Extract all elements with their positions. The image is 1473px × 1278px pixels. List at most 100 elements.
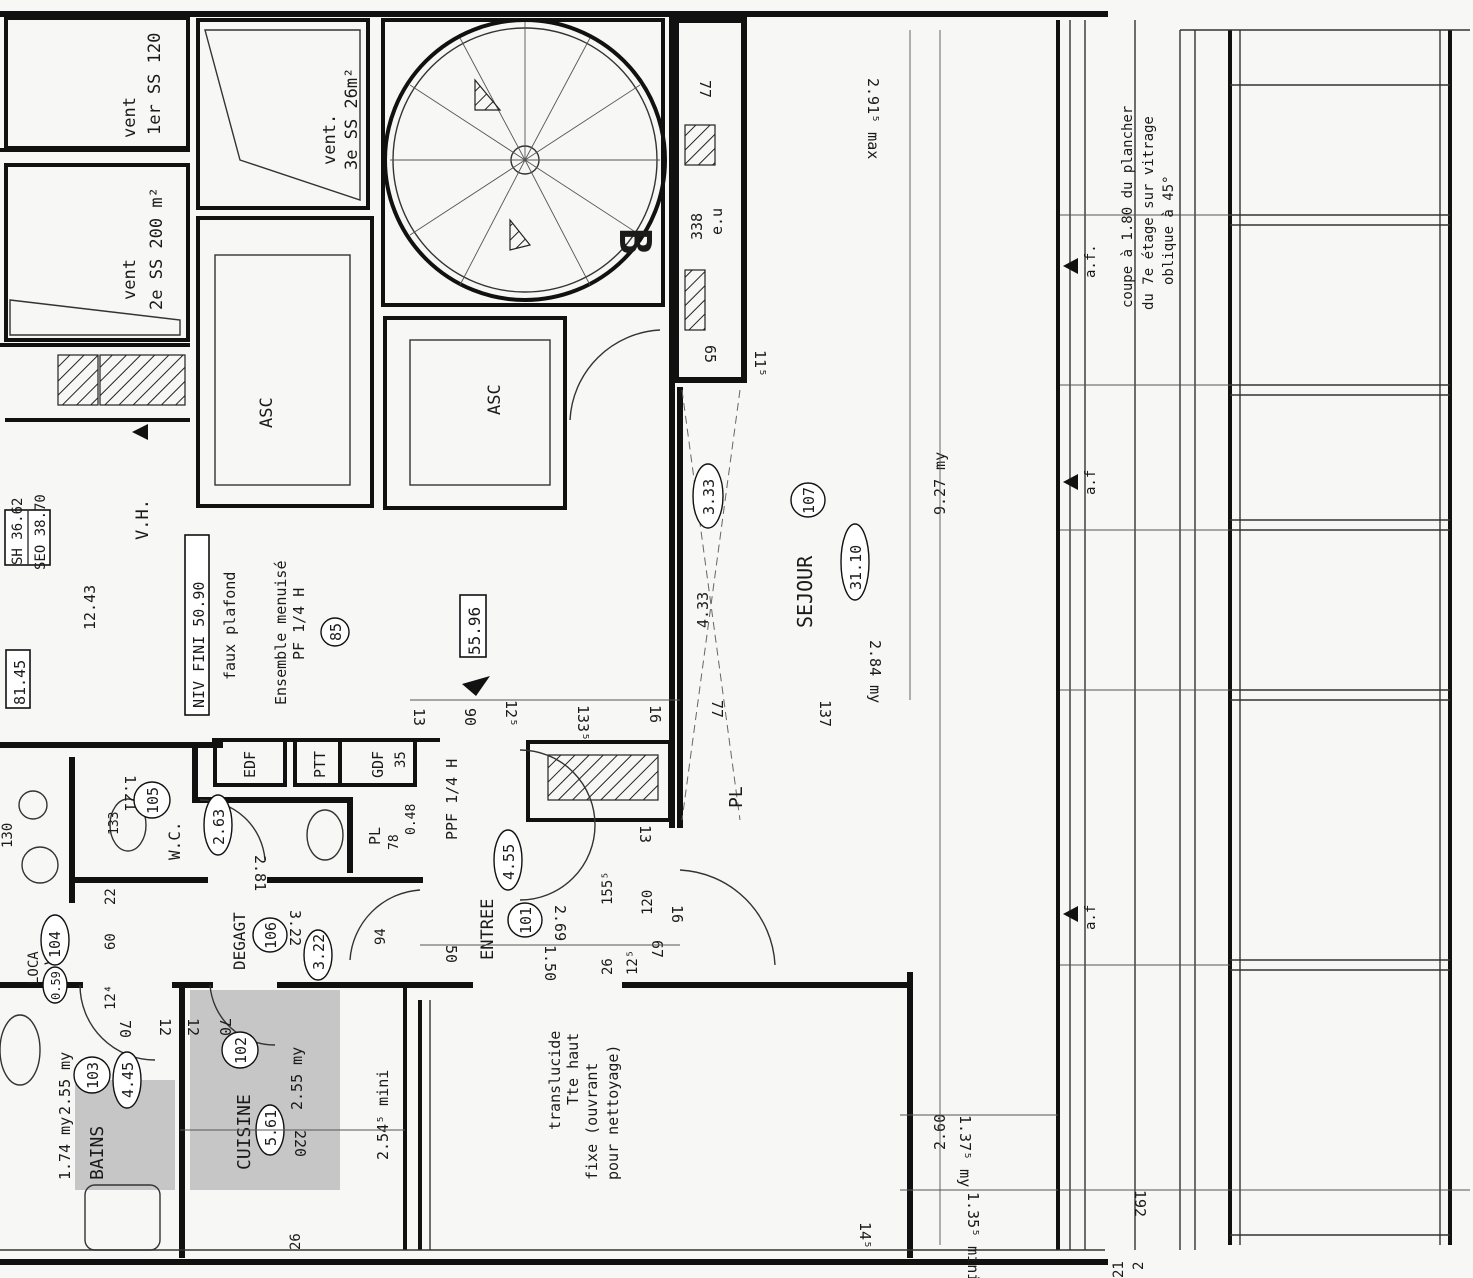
label-window-note3: fixe (ouvrant bbox=[583, 1063, 601, 1180]
label-dim-133: 133 bbox=[107, 812, 122, 835]
label-hs-150: 1.50 bbox=[541, 945, 559, 981]
duct-gaine-2 bbox=[684, 269, 706, 331]
door-swing-bains bbox=[79, 984, 156, 1061]
label-af1: a.f. bbox=[1083, 244, 1099, 278]
label-dim-2: 2 bbox=[1131, 1262, 1147, 1270]
label-af3: a.f bbox=[1083, 905, 1099, 930]
label-vent2: vent bbox=[120, 259, 140, 300]
label-hs-255a: 2.55 my bbox=[56, 1052, 74, 1115]
label-faux-plafond: faux plafond bbox=[221, 572, 239, 680]
marker-107: 107 bbox=[800, 487, 818, 514]
label-loca: LOCA bbox=[26, 951, 42, 985]
marker-triangle-2 bbox=[462, 676, 490, 696]
label-hs-291: 2.91⁵ max bbox=[864, 78, 882, 159]
label-hs-284: 2.84 my bbox=[866, 640, 884, 703]
vent-shaft-2-shape bbox=[9, 299, 181, 336]
walls bbox=[0, 11, 1108, 1265]
label-area-5596: 55.96 bbox=[465, 607, 484, 655]
label-hs-254mini: 2.54⁵ mini bbox=[374, 1070, 392, 1160]
label-dim-12b: 12 bbox=[184, 1018, 202, 1036]
label-dim-67: 67 bbox=[648, 940, 666, 958]
label-gdf: GDF bbox=[369, 751, 387, 778]
label-pl-large: PL bbox=[726, 786, 747, 808]
door-swing-sejour bbox=[679, 869, 776, 966]
door-swing-stair bbox=[569, 329, 661, 421]
marker-101: 101 bbox=[517, 907, 535, 934]
af-triangle-2 bbox=[1063, 474, 1078, 490]
marker-105: 105 bbox=[144, 787, 162, 814]
marker-area-059: 0.59 bbox=[49, 971, 63, 1000]
label-sejour: SEJOUR bbox=[793, 555, 817, 628]
label-dim-94: 94 bbox=[373, 928, 389, 945]
label-dim-125b: 12⁵ bbox=[625, 950, 641, 975]
marker-area-455: 4.55 bbox=[500, 844, 518, 880]
washbasin-bains bbox=[0, 1014, 41, 1086]
label-dim-115: 11⁵ bbox=[751, 350, 769, 377]
door-swing-entree bbox=[349, 889, 421, 961]
label-dim-433: 4.33 bbox=[694, 592, 712, 628]
vent-duct-1 bbox=[57, 354, 99, 406]
label-dim-78: 78 bbox=[387, 834, 402, 850]
label-dim-90: 90 bbox=[461, 708, 479, 726]
label-dim-16b: 16 bbox=[668, 905, 686, 923]
label-hs-137my: 1.37⁵ my bbox=[956, 1115, 974, 1187]
marker-103: 103 bbox=[84, 1062, 102, 1089]
label-niv-fini: NIV FINI 50.90 bbox=[190, 582, 208, 708]
label-vent3: vent. bbox=[320, 114, 340, 165]
marker-85: 85 bbox=[327, 623, 345, 641]
duct-gaine bbox=[684, 124, 716, 166]
label-hs-135mini: 1.35⁵ mini bbox=[964, 1192, 982, 1278]
marker-area-322: 3.22 bbox=[310, 934, 328, 970]
wc-bowl bbox=[109, 798, 147, 852]
label-dim-16: 16 bbox=[646, 705, 664, 723]
label-af2: a.f bbox=[1083, 470, 1099, 495]
label-dim-220: 220 bbox=[291, 1130, 309, 1157]
facade-window-grid bbox=[1060, 20, 1470, 1250]
label-dim-eu: e.u bbox=[708, 208, 726, 235]
door-swing-cuisine bbox=[209, 984, 276, 1046]
marker-333: 3.33 bbox=[700, 479, 718, 515]
label-dim-26a: 26 bbox=[600, 958, 616, 975]
label-stair-letter: B bbox=[609, 228, 660, 255]
label-dim-13a: 13 bbox=[410, 708, 428, 726]
label-dim-70b: 70 bbox=[216, 1018, 234, 1036]
label-dim-125: 12⁵ bbox=[502, 700, 520, 727]
label-dim-13b: 13 bbox=[636, 825, 654, 843]
label-ppf14h: PPF 1/4 H bbox=[443, 759, 461, 840]
label-seo: SEO 38.70 bbox=[33, 494, 49, 570]
door-swing-degag bbox=[519, 749, 596, 901]
af-triangle-3 bbox=[1063, 906, 1078, 922]
label-edf: EDF bbox=[241, 751, 259, 778]
label-dim-048: 0.48 bbox=[404, 804, 419, 835]
label-vent2-level: 2e SS 200 m² bbox=[147, 187, 167, 310]
label-window-note4: pour nettoyage) bbox=[604, 1045, 622, 1180]
label-hs-174: 1.74 my bbox=[56, 1117, 74, 1180]
label-wc: W.C. bbox=[165, 821, 184, 860]
label-coupe2: du 7e étage sur vitrage bbox=[1141, 116, 1157, 310]
label-coupe3: oblique à 45° bbox=[1161, 175, 1177, 285]
label-window-note2: Tte haut bbox=[564, 1033, 582, 1105]
label-vent1-level: 1er SS 120 bbox=[145, 33, 165, 135]
dimension-lines bbox=[180, 30, 1470, 1245]
label-dim-65: 65 bbox=[701, 345, 719, 363]
fixture-circle-1 bbox=[18, 790, 48, 820]
boxed-labels: SH 36.62 SEO 38.70 81.45 NIV FINI 50.90 … bbox=[4, 494, 487, 716]
bathtub bbox=[84, 1184, 161, 1251]
duct-entree bbox=[547, 754, 659, 801]
label-entree: ENTREE bbox=[478, 899, 498, 960]
label-dim-8145: 81.45 bbox=[11, 660, 29, 705]
fixture-circle-2 bbox=[21, 846, 59, 884]
label-asc1: ASC bbox=[257, 397, 277, 428]
marker-area-3110: 31.10 bbox=[847, 545, 865, 590]
label-cuisine: CUISINE bbox=[234, 1094, 255, 1170]
label-dim-60: 60 bbox=[103, 933, 119, 950]
label-gdf-35: 35 bbox=[393, 751, 409, 768]
lift-car-2 bbox=[409, 339, 551, 486]
spiral-staircase bbox=[383, 18, 667, 302]
label-dim-322: 3.22 bbox=[286, 910, 304, 946]
label-bains: BAINS bbox=[87, 1126, 108, 1180]
label-dim-1243: 12.43 bbox=[81, 585, 99, 630]
washbasin-wc bbox=[306, 809, 344, 861]
label-vh: V.H. bbox=[133, 499, 153, 540]
vent-shaft-shape bbox=[204, 29, 361, 201]
